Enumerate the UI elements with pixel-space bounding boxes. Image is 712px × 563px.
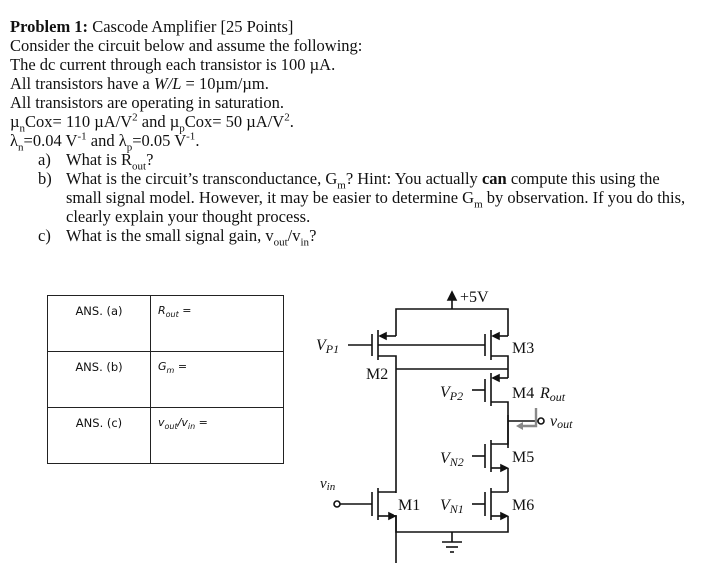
m3-drain	[491, 355, 509, 378]
supply-rail	[395, 308, 509, 336]
vin-label: vin	[320, 476, 336, 493]
assumption-mobility: µnCox= 110 µA/V2 and µpCox= 50 µA/V2.	[10, 111, 294, 135]
rout-arrow-icon	[516, 408, 538, 430]
problem-heading: Problem 1: Cascode Amplifier [25 Points]	[10, 17, 294, 36]
vp1-label: VP1	[316, 337, 339, 356]
vout-terminal[interactable]	[537, 417, 545, 425]
answer-field-a[interactable]: Rout =	[150, 295, 284, 352]
vin-terminal[interactable]	[333, 500, 341, 508]
m6-source-arrow-icon	[500, 511, 509, 521]
question-b: b)What is the circuit’s transconductance…	[38, 169, 686, 226]
assumption-dc-current: The dc current through each transistor i…	[10, 55, 336, 74]
m3-source-arrow-icon	[491, 331, 500, 341]
m2-source-arrow-icon	[378, 331, 387, 341]
m3-label: M3	[512, 340, 534, 357]
m1-label: M1	[398, 497, 420, 514]
assumption-wl: All transistors have a W/L = 10µm/µm.	[10, 74, 269, 93]
answer-label-a: ANS. (a)	[47, 295, 151, 352]
answer-row-a: ANS. (a) Rout =	[47, 295, 284, 352]
answer-label-b: ANS. (b)	[47, 351, 151, 408]
vp2-label: VP2	[440, 384, 463, 403]
supply-label: +5V	[460, 289, 489, 306]
supply-arrow-icon	[446, 290, 458, 301]
answer-row-b: ANS. (b) Gm =	[47, 351, 284, 408]
m5-drain	[491, 415, 509, 445]
answer-label-c: ANS. (c)	[47, 407, 151, 464]
m4-drain	[491, 401, 509, 448]
question-a: a)What is Rout?	[38, 150, 154, 173]
vout-label: vout	[550, 413, 573, 431]
assumption-lambda: λn=0.04 V-1 and λp=0.05 V-1.	[10, 130, 200, 154]
cascode-circuit-diagram: +5V VP1 M3 M2 VP2 M4 Rout vout VN2 M5 vi…	[316, 289, 573, 563]
question-c: c)What is the small signal gain, vout/vi…	[38, 226, 317, 249]
m4-source-arrow-icon	[491, 373, 500, 383]
question-list: a)What is Rout? b)What is the circuit’s …	[10, 150, 710, 249]
assumption-saturation: All transistors are operating in saturat…	[10, 93, 285, 112]
m4-label: M4	[512, 385, 534, 402]
m6-label: M6	[512, 497, 534, 514]
answer-table: ANS. (a) Rout = ANS. (b) Gm = ANS. (c) v…	[47, 295, 284, 464]
problem-intro: Consider the circuit below and assume th…	[10, 36, 363, 55]
m2-label: M2	[366, 366, 388, 383]
m5-source-arrow-icon	[500, 463, 509, 473]
vn2-label: VN2	[440, 450, 464, 469]
answer-field-c[interactable]: vout/vin =	[150, 407, 284, 464]
m2-drain-wire	[378, 355, 397, 563]
answer-row-c: ANS. (c) vout/vin =	[47, 407, 284, 464]
vn1-label: VN1	[440, 497, 464, 516]
m5-label: M5	[512, 449, 534, 466]
rout-label: Rout	[539, 385, 566, 404]
problem-text: Problem 1: Cascode Amplifier [25 Points]…	[10, 17, 710, 249]
m1-source-arrow-icon	[388, 511, 397, 521]
answer-field-b[interactable]: Gm =	[150, 351, 284, 408]
